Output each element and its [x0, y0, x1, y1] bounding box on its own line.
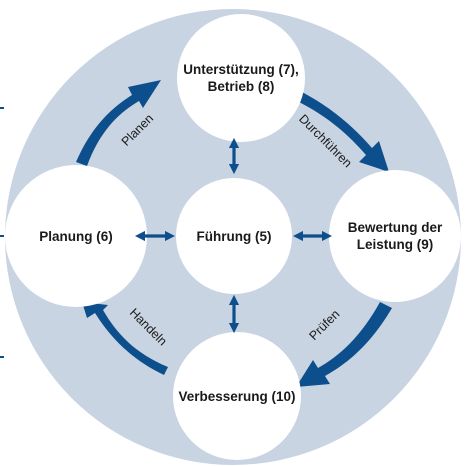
arrow-do: [297, 92, 389, 172]
margin-tick-marks: [0, 107, 4, 358]
arrow-plan: [76, 80, 161, 166]
arrow-act: [77, 293, 168, 375]
node-center: [176, 178, 292, 294]
arrow-check: [296, 302, 392, 387]
node-bottom: [173, 332, 301, 460]
node-top: [177, 14, 305, 142]
node-right: [329, 170, 461, 302]
node-left: [5, 165, 147, 307]
cycle-arrows: [76, 80, 392, 387]
connectors: [134, 137, 333, 334]
